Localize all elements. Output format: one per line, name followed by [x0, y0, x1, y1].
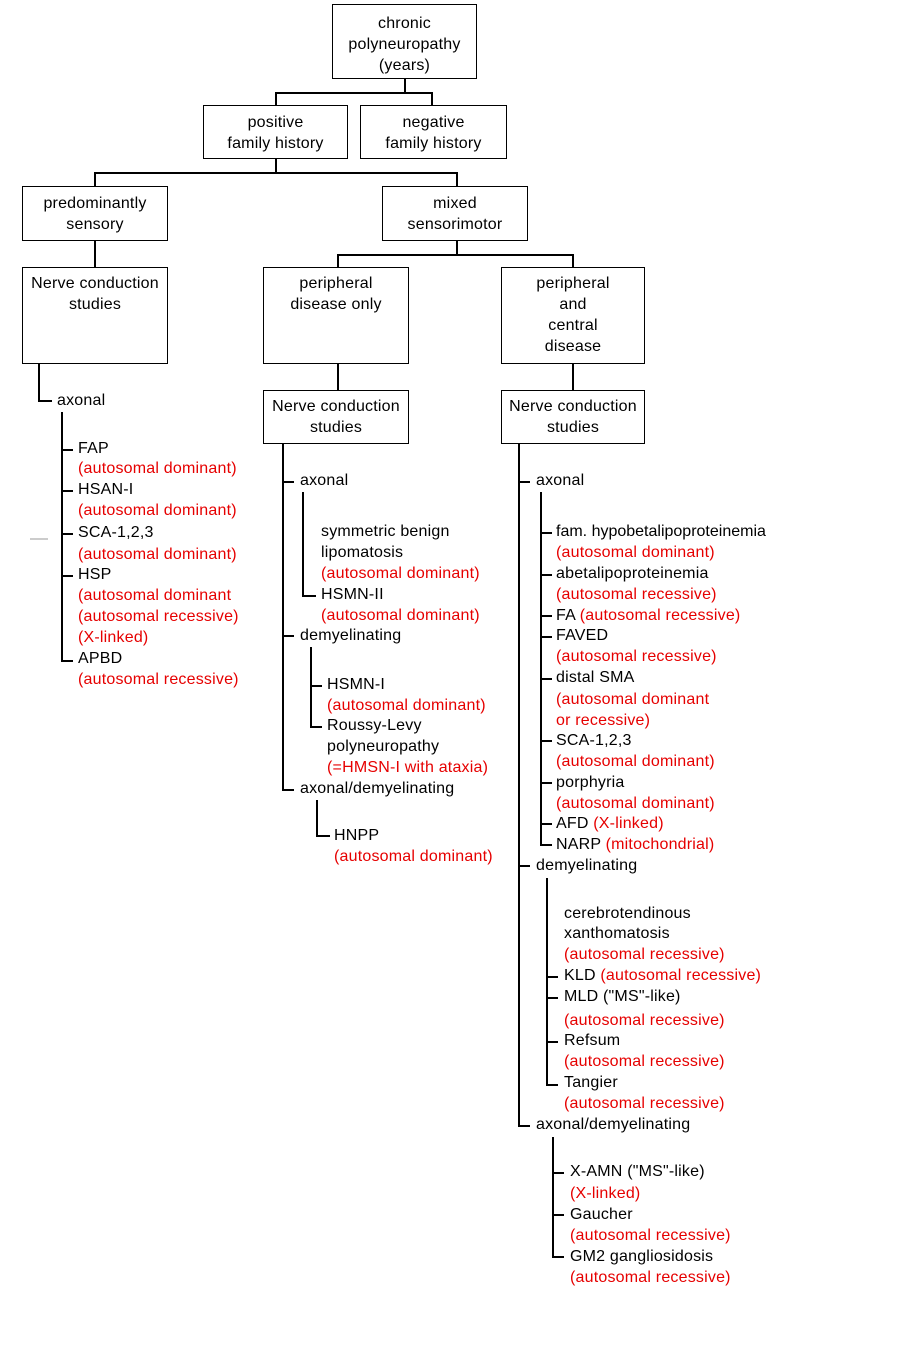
disease-name: symmetric benign — [321, 523, 450, 540]
inheritance-label: (autosomal dominant) — [78, 460, 237, 477]
inheritance-label: (autosomal dominant) — [556, 795, 715, 812]
disease-name: AFD (X-linked) — [556, 813, 664, 834]
disease-name: HSMN-II — [321, 586, 384, 603]
inheritance-label: (autosomal dominant) — [334, 848, 493, 865]
inheritance-label: (autosomal dominant — [556, 691, 710, 708]
disease-name: Tangier — [564, 1074, 618, 1091]
inheritance-label: (autosomal dominant) — [321, 565, 480, 582]
inheritance-label: (autosomal dominant) — [556, 753, 715, 770]
disease-name: cerebrotendinous — [564, 905, 691, 922]
disease-name: NARP (mitochondrial) — [556, 834, 714, 855]
disease-name: FA — [556, 607, 576, 624]
inheritance-label: (X-linked) — [593, 815, 664, 832]
central-mixed-label: axonal/demyelinating — [536, 1116, 691, 1133]
inheritance-label: (autosomal dominant — [78, 587, 232, 604]
disease-name: Roussy-Levy — [327, 717, 422, 734]
inheritance-label: (autosomal recessive) — [564, 1053, 725, 1070]
inheritance-label: (autosomal recessive) — [600, 967, 762, 984]
inheritance-label: (=HMSN-I with ataxia) — [327, 759, 489, 776]
disease-name: HSP — [78, 566, 112, 583]
peripheral-axonal-label: axonal — [300, 472, 349, 489]
central-demyelinating-label: demyelinating — [536, 857, 638, 874]
disease-name: HSAN-I — [78, 481, 134, 498]
disease-name: SCA-1,2,3 — [556, 732, 632, 749]
inheritance-label: (autosomal recessive) — [78, 608, 239, 625]
disease-name: FA (autosomal recessive) — [556, 605, 740, 626]
inheritance-label: (autosomal recessive) — [564, 1012, 725, 1029]
inheritance-label: (autosomal recessive) — [564, 1095, 725, 1112]
inheritance-label: (autosomal recessive) — [570, 1227, 731, 1244]
peripheral-demyelinating-label: demyelinating — [300, 627, 402, 644]
inheritance-label: (autosomal recessive) — [556, 586, 717, 603]
central-axonal-label: axonal — [536, 472, 585, 489]
disease-name: FAP — [78, 440, 109, 457]
disease-name: X-AMN ("MS"-like) — [570, 1163, 705, 1180]
inheritance-label: (autosomal recessive) — [556, 648, 717, 665]
inheritance-label: (autosomal dominant) — [78, 502, 237, 519]
disease-name: KLD (autosomal recessive) — [564, 965, 761, 986]
disease-name: xanthomatosis — [564, 925, 670, 942]
disease-name: distal SMA — [556, 669, 635, 686]
disease-name: NARP — [556, 836, 601, 853]
inheritance-label: (autosomal recessive) — [564, 946, 725, 963]
inheritance-label: or recessive) — [556, 712, 651, 729]
disease-name: polyneuropathy — [327, 738, 440, 755]
inheritance-label: (autosomal dominant) — [78, 546, 237, 563]
disease-name: KLD — [564, 967, 596, 984]
disease-name: HNPP — [334, 827, 380, 844]
inheritance-label: (autosomal dominant) — [321, 607, 480, 624]
disease-name: lipomatosis — [321, 544, 404, 561]
peripheral-mixed-label: axonal/demyelinating — [300, 780, 455, 797]
inheritance-label: (autosomal dominant) — [327, 697, 486, 714]
disease-name: Refsum — [564, 1032, 621, 1049]
inheritance-label: (X-linked) — [570, 1185, 641, 1202]
inheritance-label: (autosomal recessive) — [579, 607, 741, 624]
disease-name: Gaucher — [570, 1206, 633, 1223]
inheritance-label: (mitochondrial) — [605, 836, 715, 853]
inheritance-label: (autosomal recessive) — [570, 1269, 731, 1286]
disease-name: APBD — [78, 650, 123, 667]
disease-name: fam. hypobetalipoproteinemia — [556, 523, 766, 540]
disease-name: porphyria — [556, 774, 625, 791]
disease-name: GM2 gangliosidosis — [570, 1248, 714, 1265]
inheritance-label: (autosomal dominant) — [556, 544, 715, 561]
inheritance-label: (autosomal recessive) — [78, 671, 239, 688]
inheritance-label: (X-linked) — [78, 629, 149, 646]
disease-name: FAVED — [556, 627, 609, 644]
disease-name: HSMN-I — [327, 676, 386, 693]
disease-name: AFD — [556, 815, 589, 832]
disease-name: abetalipoproteinemia — [556, 565, 709, 582]
disease-name: MLD ("MS"-like) — [564, 988, 681, 1005]
disease-name: SCA-1,2,3 — [78, 524, 154, 541]
sensory-axonal-label: axonal — [57, 392, 106, 409]
